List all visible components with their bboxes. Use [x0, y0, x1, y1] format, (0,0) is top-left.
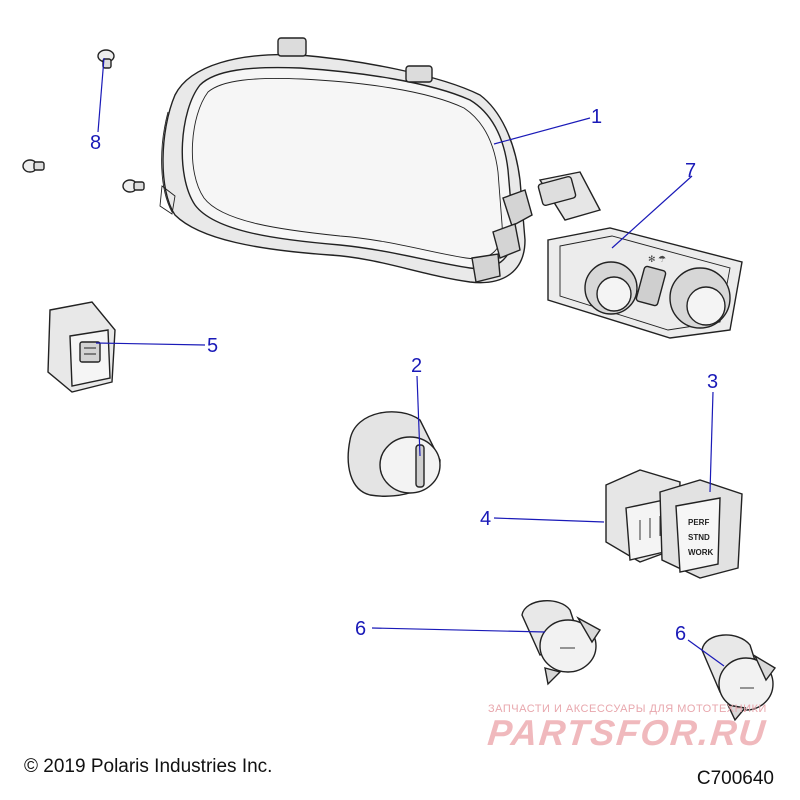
rocker-switch-part	[47, 301, 116, 393]
callout-6b: 6	[675, 623, 686, 645]
callout-3: 3	[707, 371, 718, 393]
callout-7: 7	[685, 160, 696, 182]
hvac-control-part: ✻ ☂	[537, 171, 743, 339]
power-outlet-part-a	[521, 600, 602, 686]
callout-1: 1	[591, 106, 602, 128]
diagram-code: C700640	[696, 768, 774, 789]
watermark-brand: PARTSFOR.RU	[485, 712, 769, 753]
watermark-subtitle: ЗАПЧАСТИ И АКСЕССУАРЫ ДЛЯ МОТОТЕХНИКИ	[488, 703, 767, 715]
callout-8: 8	[90, 132, 101, 154]
switch-label-work: WORK	[688, 548, 714, 557]
callout-4: 4	[480, 508, 491, 530]
copyright-text: © 2019 Polaris Industries Inc.	[24, 756, 273, 777]
switch-label-perf: PERF	[688, 518, 709, 527]
mode-switches-part: PERF STND WORK	[605, 469, 743, 579]
round-knob-part	[347, 411, 441, 497]
callout-2: 2	[411, 355, 422, 377]
callout-5: 5	[207, 335, 218, 357]
instrument-cluster-part	[159, 37, 533, 284]
svg-text:✻ ☂: ✻ ☂	[648, 254, 666, 264]
power-outlet-part-b	[701, 634, 777, 722]
screws-part	[22, 49, 145, 193]
switch-label-stnd: STND	[688, 533, 710, 542]
callout-6a: 6	[355, 618, 366, 640]
leader-lines	[95, 57, 725, 667]
